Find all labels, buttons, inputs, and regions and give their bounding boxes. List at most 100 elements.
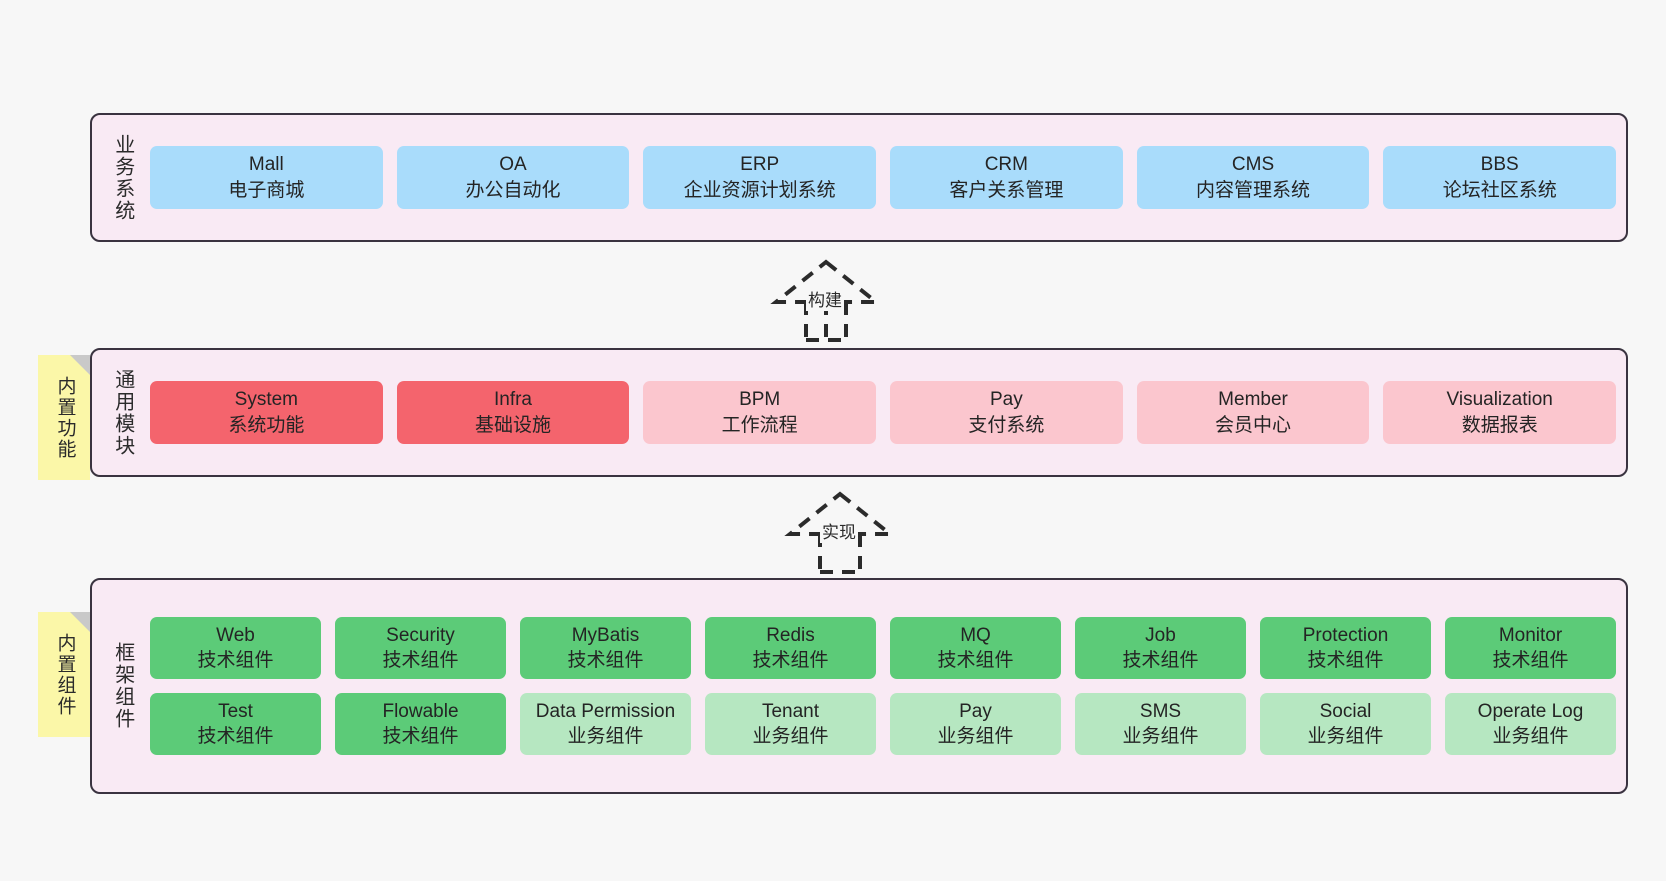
card-title: CMS bbox=[1231, 154, 1275, 176]
card-erp[interactable]: ERP 企业资源计划系统 bbox=[643, 146, 877, 209]
layer-title-business-system: 业务系统 bbox=[111, 133, 134, 222]
card-subtitle: 系统功能 bbox=[228, 414, 305, 436]
card-title: Flowable bbox=[382, 701, 459, 722]
card-subtitle: 客户关系管理 bbox=[949, 179, 1064, 201]
card-title: BPM bbox=[739, 389, 781, 411]
card-protection[interactable]: Protection 技术组件 bbox=[1260, 616, 1431, 679]
card-subtitle: 技术组件 bbox=[937, 649, 1014, 671]
layer-title-framework-component: 框架组件 bbox=[111, 642, 134, 730]
arrow-implement-label: 实现 bbox=[820, 518, 858, 543]
layer-title-common-module: 通用模块 bbox=[111, 368, 134, 457]
card-title: OA bbox=[499, 154, 527, 176]
card-subtitle: 基础设施 bbox=[475, 414, 552, 436]
arrow-build: 构建 bbox=[758, 258, 894, 342]
card-title: Infra bbox=[493, 389, 533, 411]
card-cms[interactable]: CMS 内容管理系统 bbox=[1136, 146, 1370, 209]
card-title: Data Permission bbox=[535, 701, 676, 722]
card-pay[interactable]: Pay 支付系统 bbox=[890, 381, 1123, 444]
card-social[interactable]: Social 业务组件 bbox=[1260, 693, 1431, 756]
card-title: Pay bbox=[959, 701, 992, 722]
sticky-note-builtin-features: 内置功能 bbox=[38, 355, 90, 480]
card-tenant[interactable]: Tenant 业务组件 bbox=[705, 693, 876, 756]
card-subtitle: 业务组件 bbox=[937, 726, 1014, 748]
card-visualization[interactable]: Visualization 数据报表 bbox=[1383, 381, 1617, 444]
card-subtitle: 内容管理系统 bbox=[1196, 179, 1311, 201]
card-subtitle: 业务组件 bbox=[1122, 726, 1199, 748]
card-title: Job bbox=[1145, 624, 1176, 646]
card-mq[interactable]: MQ 技术组件 bbox=[890, 616, 1061, 679]
card-web[interactable]: Web 技术组件 bbox=[150, 616, 321, 679]
card-subtitle: 业务组件 bbox=[1307, 726, 1384, 748]
card-system[interactable]: System 系统功能 bbox=[150, 381, 383, 444]
card-title: SMS bbox=[1139, 701, 1182, 722]
card-subtitle: 会员中心 bbox=[1215, 414, 1292, 436]
card-oa[interactable]: OA 办公自动化 bbox=[396, 146, 630, 209]
card-job[interactable]: Job 技术组件 bbox=[1075, 616, 1246, 679]
card-subtitle: 工作流程 bbox=[721, 414, 798, 436]
card-subtitle: 技术组件 bbox=[752, 649, 829, 671]
layer-common-module: 通用模块 System 系统功能 Infra 基础设施 BPM 工作流程 Pay 支付系统 Me… bbox=[90, 348, 1628, 477]
card-subtitle: 技术组件 bbox=[382, 726, 459, 748]
card-subtitle: 企业资源计划系统 bbox=[683, 179, 836, 201]
card-subtitle: 业务组件 bbox=[1492, 726, 1569, 748]
card-title: Visualization bbox=[1446, 389, 1553, 411]
sticky-note-builtin-features-label: 内置功能 bbox=[54, 375, 76, 460]
card-subtitle: 技术组件 bbox=[197, 726, 274, 748]
card-subtitle: 技术组件 bbox=[197, 649, 274, 671]
card-title: MQ bbox=[960, 624, 991, 646]
card-title: Operate Log bbox=[1477, 701, 1584, 722]
card-title: BBS bbox=[1480, 154, 1519, 176]
card-title: Protection bbox=[1302, 624, 1389, 646]
card-title: Test bbox=[218, 701, 253, 722]
card-subtitle: 业务组件 bbox=[567, 726, 644, 748]
card-title: CRM bbox=[984, 154, 1028, 176]
card-mybatis[interactable]: MyBatis 技术组件 bbox=[520, 616, 691, 679]
card-subtitle: 技术组件 bbox=[1122, 649, 1199, 671]
card-title: Social bbox=[1319, 701, 1372, 722]
sticky-note-builtin-components: 内置组件 bbox=[38, 612, 90, 737]
card-subtitle: 办公自动化 bbox=[465, 179, 561, 201]
card-subtitle: 支付系统 bbox=[968, 414, 1045, 436]
card-title: ERP bbox=[740, 154, 780, 176]
card-title: Web bbox=[216, 624, 255, 646]
card-title: Pay bbox=[989, 389, 1023, 411]
card-subtitle: 技术组件 bbox=[1492, 649, 1569, 671]
sticky-note-builtin-components-label: 内置组件 bbox=[54, 632, 76, 717]
card-subtitle: 技术组件 bbox=[1307, 649, 1384, 671]
card-subtitle: 电子商城 bbox=[228, 179, 305, 201]
arrow-implement: 实现 bbox=[772, 490, 908, 574]
card-subtitle: 技术组件 bbox=[382, 649, 459, 671]
card-subtitle: 数据报表 bbox=[1461, 414, 1538, 436]
card-bpm[interactable]: BPM 工作流程 bbox=[643, 381, 877, 444]
card-pay[interactable]: Pay 业务组件 bbox=[890, 693, 1061, 756]
card-data-permission[interactable]: Data Permission 业务组件 bbox=[520, 693, 691, 756]
card-test[interactable]: Test 技术组件 bbox=[150, 693, 321, 756]
card-flowable[interactable]: Flowable 技术组件 bbox=[335, 693, 506, 756]
card-title: Tenant bbox=[761, 701, 820, 722]
card-title: Monitor bbox=[1498, 624, 1563, 646]
card-subtitle: 技术组件 bbox=[567, 649, 644, 671]
card-title: System bbox=[234, 389, 299, 411]
note-fold-icon bbox=[70, 355, 90, 375]
card-sms[interactable]: SMS 业务组件 bbox=[1075, 693, 1246, 756]
card-crm[interactable]: CRM 客户关系管理 bbox=[890, 146, 1123, 209]
card-operate-log[interactable]: Operate Log 业务组件 bbox=[1445, 693, 1616, 756]
card-infra[interactable]: Infra 基础设施 bbox=[396, 381, 630, 444]
card-title: MyBatis bbox=[571, 624, 640, 646]
card-subtitle: 业务组件 bbox=[752, 726, 829, 748]
card-monitor[interactable]: Monitor 技术组件 bbox=[1445, 616, 1616, 679]
